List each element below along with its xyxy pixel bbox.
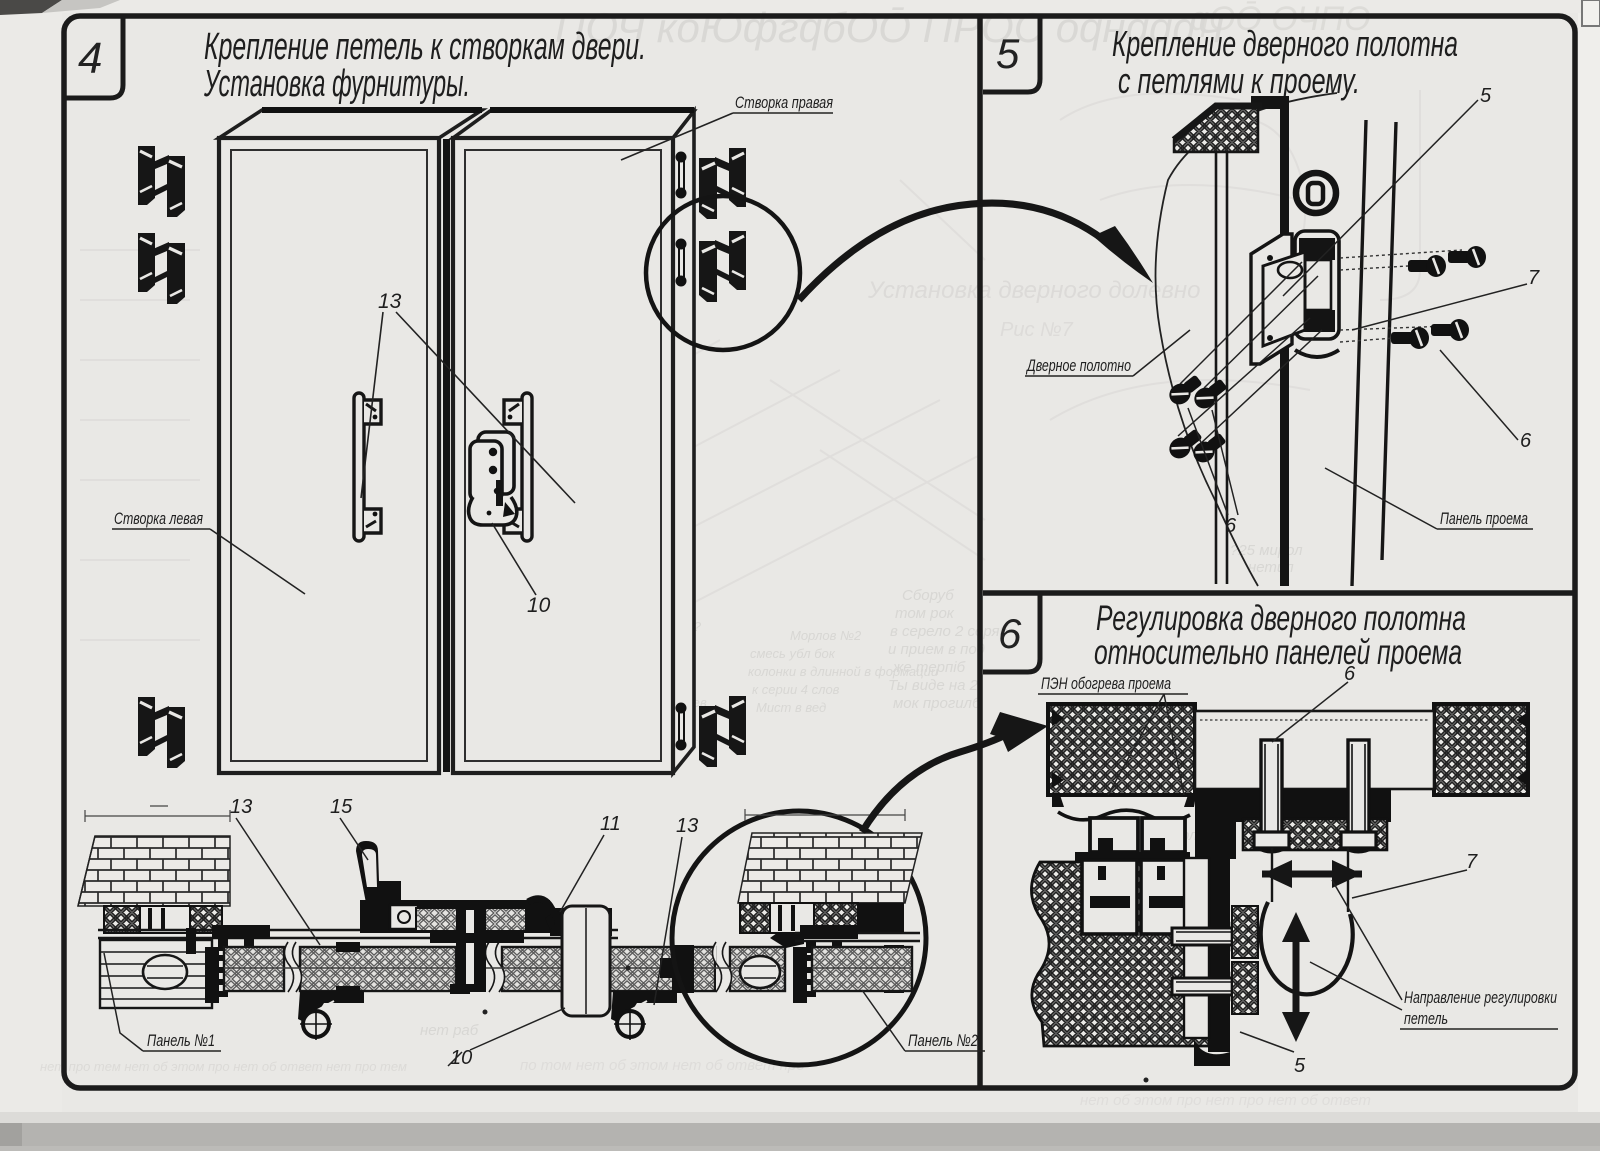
- svg-text:13: 13: [676, 815, 698, 837]
- svg-text:Мист в вед: Мист в вед: [756, 700, 826, 715]
- svg-text:колонки в длинной в формации: колонки в длинной в формации: [748, 664, 938, 679]
- svg-text:Крепление дверного полотна: Крепление дверного полотна: [1112, 23, 1458, 64]
- svg-text:Рис №7: Рис №7: [1000, 319, 1074, 341]
- svg-text:7: 7: [1528, 267, 1540, 289]
- svg-text:5: 5: [996, 30, 1020, 77]
- svg-text:Панель проема: Панель проема: [1440, 509, 1528, 528]
- svg-text:к серии 4 слов: к серии 4 слов: [752, 682, 840, 697]
- svg-text:qОŌ ОЧПО: qОŌ ОЧПО: [1190, 0, 1371, 38]
- svg-text:10: 10: [527, 594, 551, 617]
- svg-text:11: 11: [600, 813, 621, 835]
- svg-text:6: 6: [1344, 663, 1356, 685]
- svg-text:смесь убл бок: смесь убл бок: [750, 646, 836, 661]
- svg-text:13: 13: [230, 796, 252, 818]
- svg-text:6: 6: [998, 610, 1022, 657]
- svg-text:6: 6: [1225, 515, 1237, 537]
- svg-text:ПОЧ коЮфгqбОŌ ПРОС оqнqqqЧ: ПОЧ коЮфгqбОŌ ПРОС оqнqqqЧ: [555, 4, 1225, 51]
- svg-text:петель: петель: [1404, 1009, 1448, 1028]
- svg-text:мок прогилб: мок прогилб: [893, 695, 981, 712]
- svg-text:5: 5: [1294, 1055, 1306, 1077]
- svg-text:13: 13: [378, 290, 402, 313]
- svg-text:Крепление петель к створкам дв: Крепление петель к створкам двери.: [204, 26, 646, 68]
- svg-text:нет раб: нет раб: [420, 1022, 479, 1039]
- svg-text:6: 6: [1520, 430, 1532, 452]
- svg-text:в серело 2 серяб: в серело 2 серяб: [890, 623, 1009, 640]
- svg-text:том рок: том рок: [895, 605, 955, 622]
- svg-text:7: 7: [1466, 851, 1478, 873]
- svg-text:нет об этом про нет про нет об: нет об этом про нет про нет об ответ: [1080, 1092, 1371, 1109]
- svg-text:Установка фурнитуры.: Установка фурнитуры.: [203, 63, 470, 105]
- svg-text:по том нет об этом нет об отве: по том нет об этом нет об ответ про: [520, 1057, 805, 1074]
- svg-text:Панель №2: Панель №2: [908, 1031, 978, 1050]
- svg-text:относительно панелей проема: относительно панелей проема: [1094, 633, 1462, 672]
- svg-text:Сборуб: Сборуб: [902, 587, 954, 604]
- svg-text:Панель №1: Панель №1: [147, 1031, 215, 1050]
- svg-text:Створка правая: Створка правая: [735, 93, 833, 112]
- svg-text:нет про тем нет об этом про не: нет про тем нет об этом про нет об ответ…: [40, 1059, 407, 1074]
- svg-text:Регулировка дверного полотна: Регулировка дверного полотна: [1096, 599, 1466, 638]
- svg-text:Створка левая: Створка левая: [114, 509, 203, 528]
- svg-text:Морлов №2: Морлов №2: [790, 628, 862, 643]
- svg-text:ПЭН обогрева проема: ПЭН обогрева проема: [1041, 674, 1171, 693]
- svg-text:10: 10: [450, 1047, 472, 1069]
- svg-text:Дверное полотно: Дверное полотно: [1026, 356, 1131, 375]
- svg-text:и прием в под: и прием в под: [888, 641, 985, 658]
- svg-text:15: 15: [330, 796, 353, 818]
- svg-text:Установка дверного долевно: Установка дверного долевно: [867, 277, 1200, 304]
- svg-text:?25 мирол: ?25 мирол: [1230, 542, 1303, 559]
- svg-text:Ты виде на 2: Ты виде на 2: [888, 677, 979, 694]
- svg-text:же терпіб: же терпіб: [892, 659, 966, 676]
- svg-text:Направление регулировки: Направление регулировки: [1404, 988, 1557, 1007]
- svg-text:5: 5: [1480, 85, 1492, 107]
- svg-text:4: 4: [78, 34, 102, 83]
- svg-text:с петлями к проему.: с петлями к проему.: [1118, 60, 1360, 101]
